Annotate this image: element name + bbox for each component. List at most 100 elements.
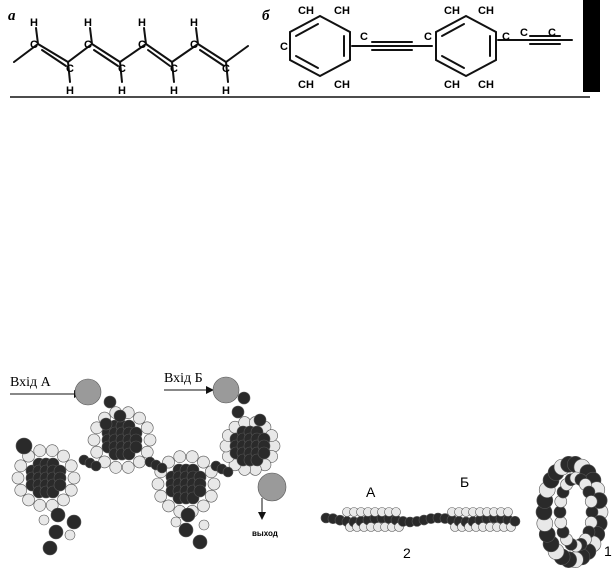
atom-sphere <box>53 478 67 492</box>
atom-c: C <box>190 39 198 51</box>
atom-sphere <box>143 433 157 447</box>
nanotube-2-atoms <box>320 507 521 532</box>
atom-sphere <box>173 450 187 464</box>
atom-h: H <box>84 17 92 29</box>
atom-sphere <box>503 507 513 517</box>
atom-sphere <box>391 507 401 517</box>
atom-sphere <box>64 529 76 541</box>
inner-bond <box>295 23 319 37</box>
atom-sphere <box>48 524 64 540</box>
atom-h: H <box>138 17 146 29</box>
atom-sphere <box>133 411 146 425</box>
benzene-ring-2 <box>435 14 497 78</box>
atom-sphere <box>257 472 287 502</box>
atom-sphere <box>553 505 567 519</box>
nanotube-label-b: Б <box>460 474 469 490</box>
atom-c: C <box>84 39 92 51</box>
atom-sphere <box>15 437 33 455</box>
atom-sphere <box>554 516 568 529</box>
atom-c: C <box>280 41 288 53</box>
atom-sphere <box>38 514 50 526</box>
atom-sphere <box>90 460 102 472</box>
nanotube-models: А Б 2 1 <box>320 456 612 568</box>
atom-c: C <box>30 39 38 51</box>
atom-h: H <box>30 17 38 29</box>
atom-sphere <box>66 514 82 530</box>
atom-c: C <box>170 63 178 75</box>
h-bond <box>119 61 123 83</box>
panel-b-letter: б <box>262 8 270 24</box>
h-bond <box>171 61 175 83</box>
h-bond <box>143 27 147 45</box>
device-atoms <box>11 376 287 556</box>
atom-ch: CH <box>334 5 350 17</box>
h-bond <box>195 27 199 45</box>
atom-sphere <box>113 409 127 423</box>
atom-sphere <box>253 413 267 427</box>
atom-sphere <box>231 405 245 419</box>
atom-sphere <box>237 391 251 405</box>
atom-sphere <box>64 459 78 473</box>
double-bond-1 <box>41 49 67 67</box>
atom-sphere <box>178 522 194 538</box>
output-label: выход <box>252 529 278 538</box>
double-bond-3 <box>147 49 171 67</box>
nanotube-number-1: 1 <box>604 543 612 559</box>
atom-sphere <box>14 459 28 473</box>
atom-c: C <box>66 63 74 75</box>
h-bond <box>35 27 39 45</box>
nanotube-number-2: 2 <box>403 545 411 561</box>
atom-sphere <box>212 376 240 404</box>
atom-sphere <box>154 489 168 503</box>
atom-ch: CH <box>298 5 314 17</box>
atom-ch: CH <box>334 79 350 91</box>
atom-sphere <box>222 466 234 478</box>
atom-sphere <box>87 433 101 447</box>
benzene-ring-1 <box>289 14 351 78</box>
atom-sphere <box>121 460 135 474</box>
atom-sphere <box>162 499 175 513</box>
inner-bond <box>441 55 465 69</box>
atom-sphere <box>170 516 182 528</box>
atom-sphere <box>45 444 59 458</box>
inner-bond <box>441 23 465 37</box>
atom-sphere <box>57 449 70 463</box>
atom-sphere <box>204 489 218 503</box>
nanotube-1-atoms <box>535 456 609 568</box>
atom-sphere <box>74 378 102 406</box>
atom-sphere <box>207 477 221 491</box>
arrowhead-icon <box>206 386 214 394</box>
atom-c: C <box>118 63 126 75</box>
atom-h: H <box>118 85 126 97</box>
atom-h: H <box>170 85 178 97</box>
atom-sphere <box>584 495 598 508</box>
atom-sphere <box>57 493 70 507</box>
atom-sphere <box>193 484 207 498</box>
atom-h: H <box>66 85 74 97</box>
atom-sphere <box>14 483 28 497</box>
h-bond <box>89 27 93 45</box>
atom-sphere <box>22 493 35 507</box>
atom-sphere <box>192 534 208 550</box>
atom-sphere <box>67 471 81 485</box>
atom-sphere <box>90 445 104 459</box>
black-bar <box>583 0 600 92</box>
atom-c: C <box>424 31 432 43</box>
atom-c: C <box>360 31 368 43</box>
atom-ch: CH <box>444 5 460 17</box>
polyene-backbone <box>13 42 249 64</box>
panel-a-polyene: a H C C H H C C H H C C H H C C H <box>8 8 249 97</box>
atom-sphere <box>198 519 210 531</box>
double-bond-2 <box>93 49 119 67</box>
atom-sphere <box>585 505 599 519</box>
arrowhead-icon <box>258 512 266 520</box>
atom-sphere <box>140 421 154 435</box>
atom-sphere <box>151 477 165 491</box>
atom-ch: CH <box>478 5 494 17</box>
atom-sphere <box>509 515 521 527</box>
atom-sphere <box>197 499 210 513</box>
atom-sphere <box>99 417 113 431</box>
atom-ch: CH <box>298 79 314 91</box>
atom-sphere <box>33 498 47 512</box>
